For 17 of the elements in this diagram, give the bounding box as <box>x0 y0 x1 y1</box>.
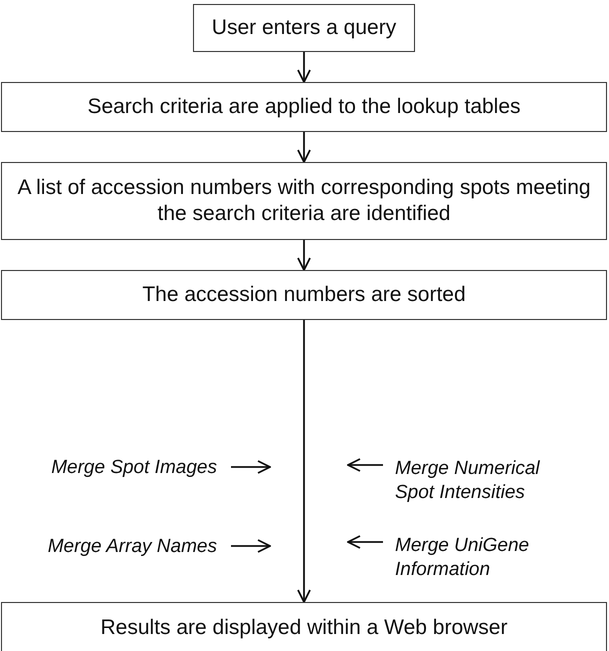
step-label: Merge UniGene Information <box>395 534 530 582</box>
arrow <box>297 132 311 163</box>
step-label: Merge Spot Images <box>51 456 217 480</box>
step-label: Merge Numerical Spot Intensities <box>395 457 541 505</box>
process-box: A list of accession numbers with corresponding spots meeting the search criteria are identified <box>1 162 607 240</box>
merge-arrow <box>231 460 271 474</box>
process-box: User enters a query <box>193 4 415 52</box>
arrow <box>297 240 311 271</box>
process-box: Results are displayed within a Web browser <box>1 602 607 651</box>
merge-arrow <box>347 535 383 549</box>
arrow <box>297 52 311 83</box>
process-box: The accession numbers are sorted <box>1 270 607 320</box>
merge-arrow <box>347 458 383 472</box>
process-box: Search criteria are applied to the lookup tables <box>1 82 607 132</box>
step-label: Merge Array Names <box>48 535 217 559</box>
arrow <box>297 320 311 603</box>
merge-arrow <box>231 539 271 553</box>
